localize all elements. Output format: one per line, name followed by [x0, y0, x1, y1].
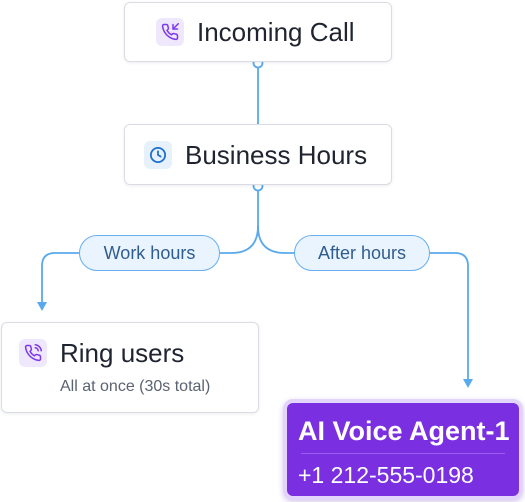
after-hours-branch-label[interactable]: After hours	[294, 235, 430, 271]
ai-voice-agent-phone: +1 212-555-0198	[298, 462, 474, 489]
incoming-call-title: Incoming Call	[197, 17, 355, 47]
incoming-call-node[interactable]: Incoming Call	[124, 2, 392, 62]
work-hours-branch-label[interactable]: Work hours	[79, 235, 220, 271]
ring-users-node[interactable]: Ring users All at once (30s total)	[1, 322, 259, 413]
ai-voice-agent-node[interactable]: AI Voice Agent-1 +1 212-555-0198	[283, 399, 523, 500]
connector-to-after-hours	[257, 225, 295, 254]
connector-work-hours-to-ring-users	[41, 252, 80, 303]
phone-ringing-icon	[19, 339, 47, 367]
ai-voice-agent-title: AI Voice Agent-1	[298, 416, 510, 446]
clock-icon	[144, 140, 172, 169]
business-hours-title: Business Hours	[185, 139, 368, 170]
ring-users-subtitle: All at once (30s total)	[60, 378, 211, 395]
arrowhead-ring-users	[37, 302, 47, 311]
arrowhead-agent	[463, 379, 473, 388]
connector-to-work-hours	[219, 225, 259, 254]
ring-users-title: Ring users	[60, 338, 185, 368]
connector-after-hours-to-agent	[429, 252, 469, 381]
phone-incoming-icon	[156, 18, 184, 46]
business-hours-node[interactable]: Business Hours	[124, 124, 392, 185]
ai-voice-agent-divider	[301, 452, 505, 455]
